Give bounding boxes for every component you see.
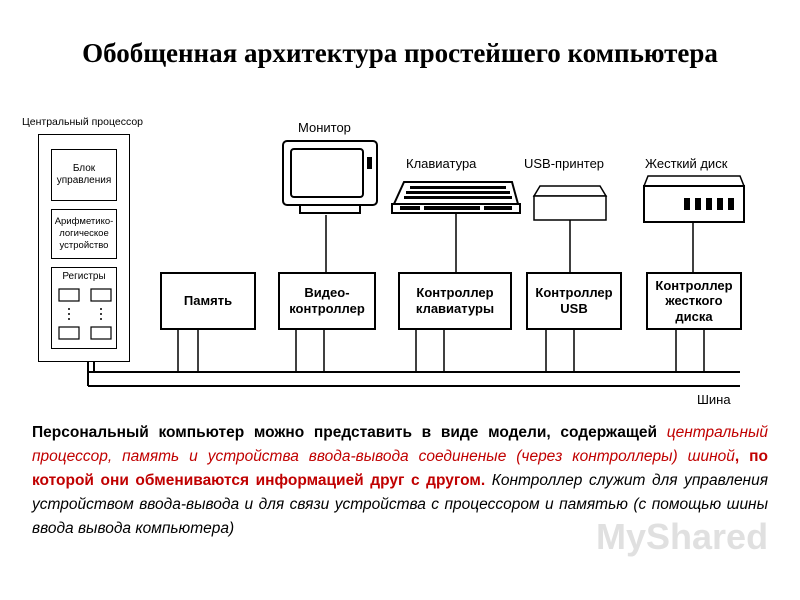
hdd-controller-box: Контроллер жесткого диска <box>646 272 742 330</box>
diagram-lines <box>87 140 746 387</box>
description-paragraph: Персональный компьютер можно представить… <box>32 421 768 541</box>
printer-icon <box>532 185 608 221</box>
alu-box: Арифметико-логическое устройство <box>51 209 117 259</box>
cpu-label: Центральный процессор <box>22 116 144 128</box>
description-intro: Персональный компьютер можно представить… <box>32 424 667 441</box>
cpu-block: Блок управления Арифметико-логическое ус… <box>38 134 130 362</box>
description-italic-text: Контроллер служит для управления устройс… <box>32 472 768 537</box>
monitor-label: Монитор <box>298 120 351 135</box>
keyboard-icon <box>391 181 521 214</box>
usb-controller-box: Контроллер USB <box>526 272 622 330</box>
video-controller-box: Видео-контроллер <box>278 272 376 330</box>
printer-label: USB-принтер <box>524 156 605 171</box>
description-red-text: центральный процессор, память и устройст… <box>32 424 768 465</box>
monitor-icon <box>282 140 378 214</box>
registers-label: Регистры <box>62 271 106 282</box>
memory-box: Память <box>160 272 256 330</box>
bus-label: Шина <box>697 392 731 407</box>
registers-box: Регистры <box>51 267 117 349</box>
keyboard-label: Клавиатура <box>406 156 477 171</box>
control-unit-box: Блок управления <box>51 149 117 201</box>
registers-cells-icon <box>58 288 112 340</box>
keyboard-controller-box: Контроллер клавиатуры <box>398 272 512 330</box>
page-title: Обобщенная архитектура простейшего компь… <box>82 38 718 68</box>
hard-disk-icon <box>642 175 746 223</box>
hdd-label: Жесткий диск <box>645 156 728 171</box>
description-red-bold-text: , по которой они обмениваются информацие… <box>32 448 768 489</box>
